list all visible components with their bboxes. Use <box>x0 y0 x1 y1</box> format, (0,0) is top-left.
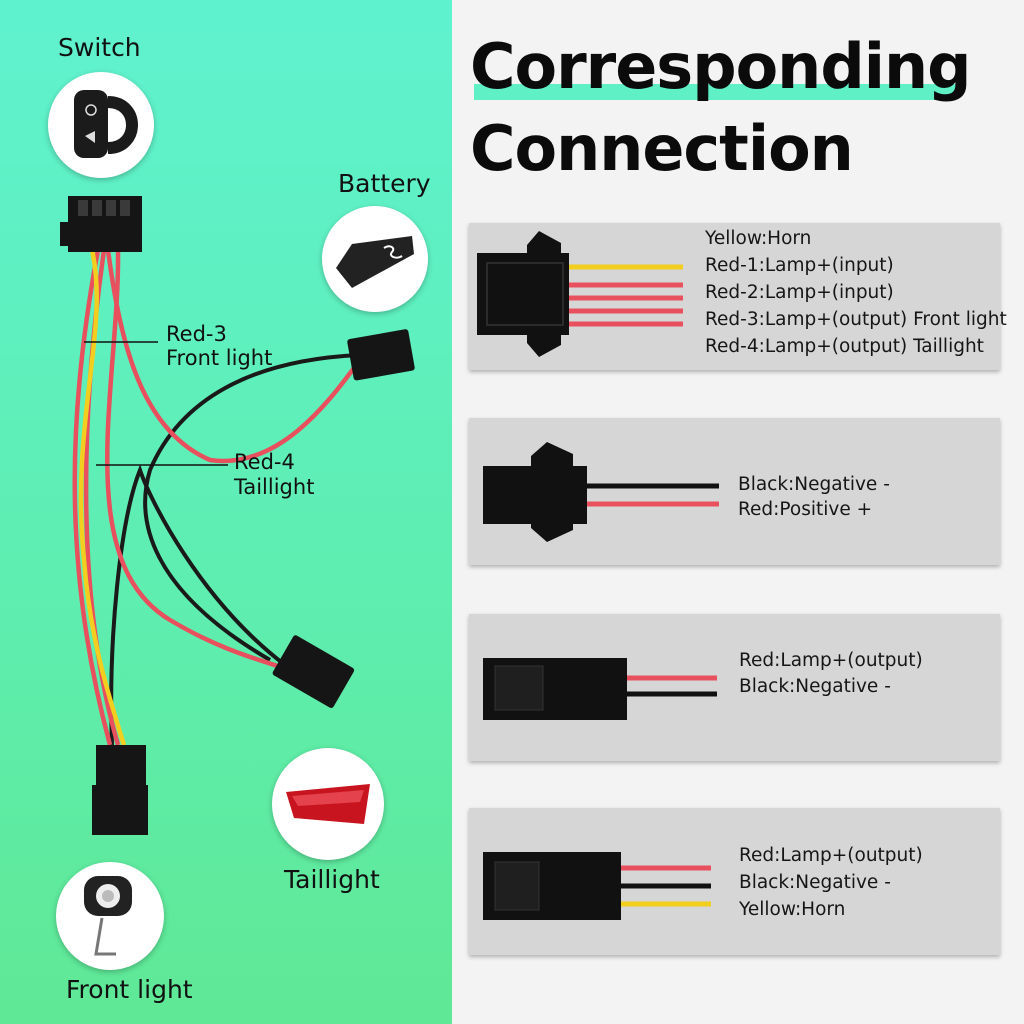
taillight-image <box>272 748 384 860</box>
red-wire-front-1 <box>72 249 113 746</box>
switch-image <box>48 72 154 178</box>
taillight-label: Taillight <box>284 865 380 894</box>
taillight-icon <box>286 784 370 824</box>
battery-wire-legend: Black:Negative - Red:Positive + <box>738 472 890 522</box>
battery-icon <box>336 236 414 288</box>
legend-line: Red:Positive + <box>738 499 873 520</box>
red-wire-battery <box>105 249 362 464</box>
battery-connector <box>347 329 415 381</box>
wire-harness-drawing <box>60 196 415 835</box>
legend-line: Red-4:Lamp+(output) Taillight <box>705 336 984 357</box>
red-wire-taillight <box>105 249 291 673</box>
switch-connector-icon <box>477 231 683 357</box>
legend-line: Red:Lamp+(output) <box>739 650 923 671</box>
battery-image <box>322 206 428 312</box>
legend-line: Black:Negative - <box>738 474 890 495</box>
red3-callout-line1: Red-3 <box>166 322 227 346</box>
connection-card-taillight: Red:Lamp+(output) Black:Negative - <box>469 614 1000 761</box>
legend-line: Red:Lamp+(output) <box>739 845 923 866</box>
switch-label: Switch <box>58 33 141 62</box>
red3-callout-line2: Front light <box>166 346 273 370</box>
red4-callout-line2: Taillight <box>234 475 315 499</box>
taillight-wire-legend: Red:Lamp+(output) Black:Negative - <box>739 648 923 700</box>
legend-line: Yellow:Horn <box>739 899 846 920</box>
connection-card-switch: Yellow:Horn Red-1:Lamp+(input) Red-2:Lam… <box>469 223 1007 370</box>
legend-line: Yellow:Horn <box>705 228 812 249</box>
page-title-line2: Connection <box>470 112 854 185</box>
connection-card-battery: Black:Negative - Red:Positive + <box>469 418 1000 565</box>
battery-connector-icon <box>483 442 719 542</box>
switch-connector-4pin <box>60 196 142 252</box>
front-light-image <box>56 862 164 970</box>
page-title-line1: Corresponding <box>470 30 971 103</box>
title-highlight <box>474 84 956 100</box>
connection-card-front-light: Red:Lamp+(output) Black:Negative - Yello… <box>469 808 1000 955</box>
switch-wire-legend: Yellow:Horn Red-1:Lamp+(input) Red-2:Lam… <box>705 225 1007 360</box>
legend-line: Red-1:Lamp+(input) <box>705 255 894 276</box>
taillight-connector-icon <box>483 658 717 720</box>
legend-line: Black:Negative - <box>739 676 891 697</box>
battery-label: Battery <box>338 169 431 198</box>
switch-icon <box>74 90 138 158</box>
front-light-icon <box>84 876 132 956</box>
legend-line: Red-3:Lamp+(output) Front light <box>705 309 1007 330</box>
black-wire-battery <box>143 353 361 662</box>
black-wire-taillight <box>109 464 287 746</box>
legend-line: Red-2:Lamp+(input) <box>705 282 894 303</box>
legend-line: Black:Negative - <box>739 872 891 893</box>
red4-callout-line1: Red-4 <box>234 450 295 474</box>
front-light-label: Front light <box>66 975 193 1004</box>
taillight-connector <box>272 635 355 708</box>
yellow-wire-horn <box>78 249 127 746</box>
front-light-connector-icon <box>483 852 711 920</box>
front-light-connector <box>92 745 148 835</box>
front-light-wire-legend: Red:Lamp+(output) Black:Negative - Yello… <box>739 842 923 923</box>
